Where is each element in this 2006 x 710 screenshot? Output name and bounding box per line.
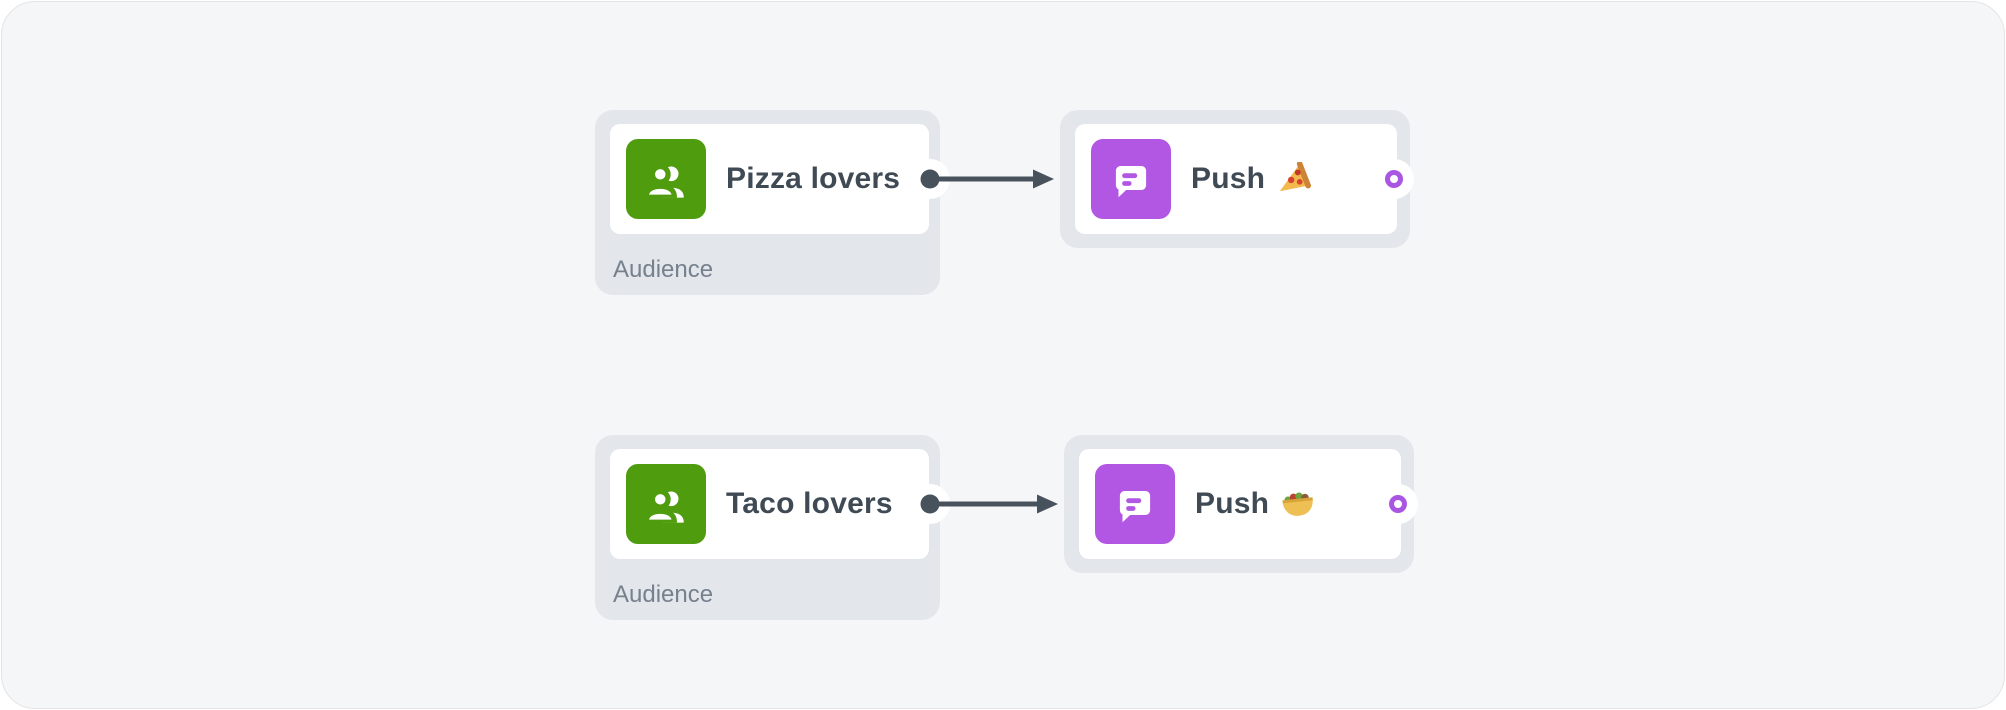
push-output-port[interactable]: [1389, 495, 1407, 513]
connector-arrow: [920, 169, 1054, 189]
audience-node-title: Taco lovers: [726, 487, 893, 520]
push-node-group: Push: [1060, 110, 1410, 248]
audience-node-title: Pizza lovers: [726, 162, 901, 195]
push-node-card[interactable]: Push: [1075, 124, 1397, 234]
audience-node-card[interactable]: Pizza lovers: [610, 124, 929, 234]
chat-bubble-icon: [1095, 464, 1175, 544]
connector-arrow: [920, 494, 1058, 514]
output-port-dot: [920, 494, 940, 514]
taco-emoji-icon: [1281, 487, 1315, 521]
audience-node-card[interactable]: Taco lovers: [610, 449, 929, 559]
push-node-title: Push: [1195, 487, 1315, 521]
output-port-dot: [920, 169, 940, 189]
audience-node-group: Pizza lovers Audience: [595, 110, 940, 295]
push-node-card[interactable]: Push: [1079, 449, 1401, 559]
push-output-port[interactable]: [1385, 170, 1403, 188]
chat-bubble-icon: [1091, 139, 1171, 219]
people-icon: [626, 139, 706, 219]
audience-node-group: Taco lovers Audience: [595, 435, 940, 620]
push-node-group: Push: [1064, 435, 1414, 573]
arrowhead-icon: [1033, 169, 1054, 189]
arrowhead-icon: [1037, 494, 1058, 514]
people-icon: [626, 464, 706, 544]
pizza-emoji-icon: [1277, 162, 1312, 196]
node-type-label: Audience: [613, 581, 714, 608]
node-type-label: Audience: [613, 256, 714, 283]
push-node-title: Push: [1191, 162, 1312, 196]
